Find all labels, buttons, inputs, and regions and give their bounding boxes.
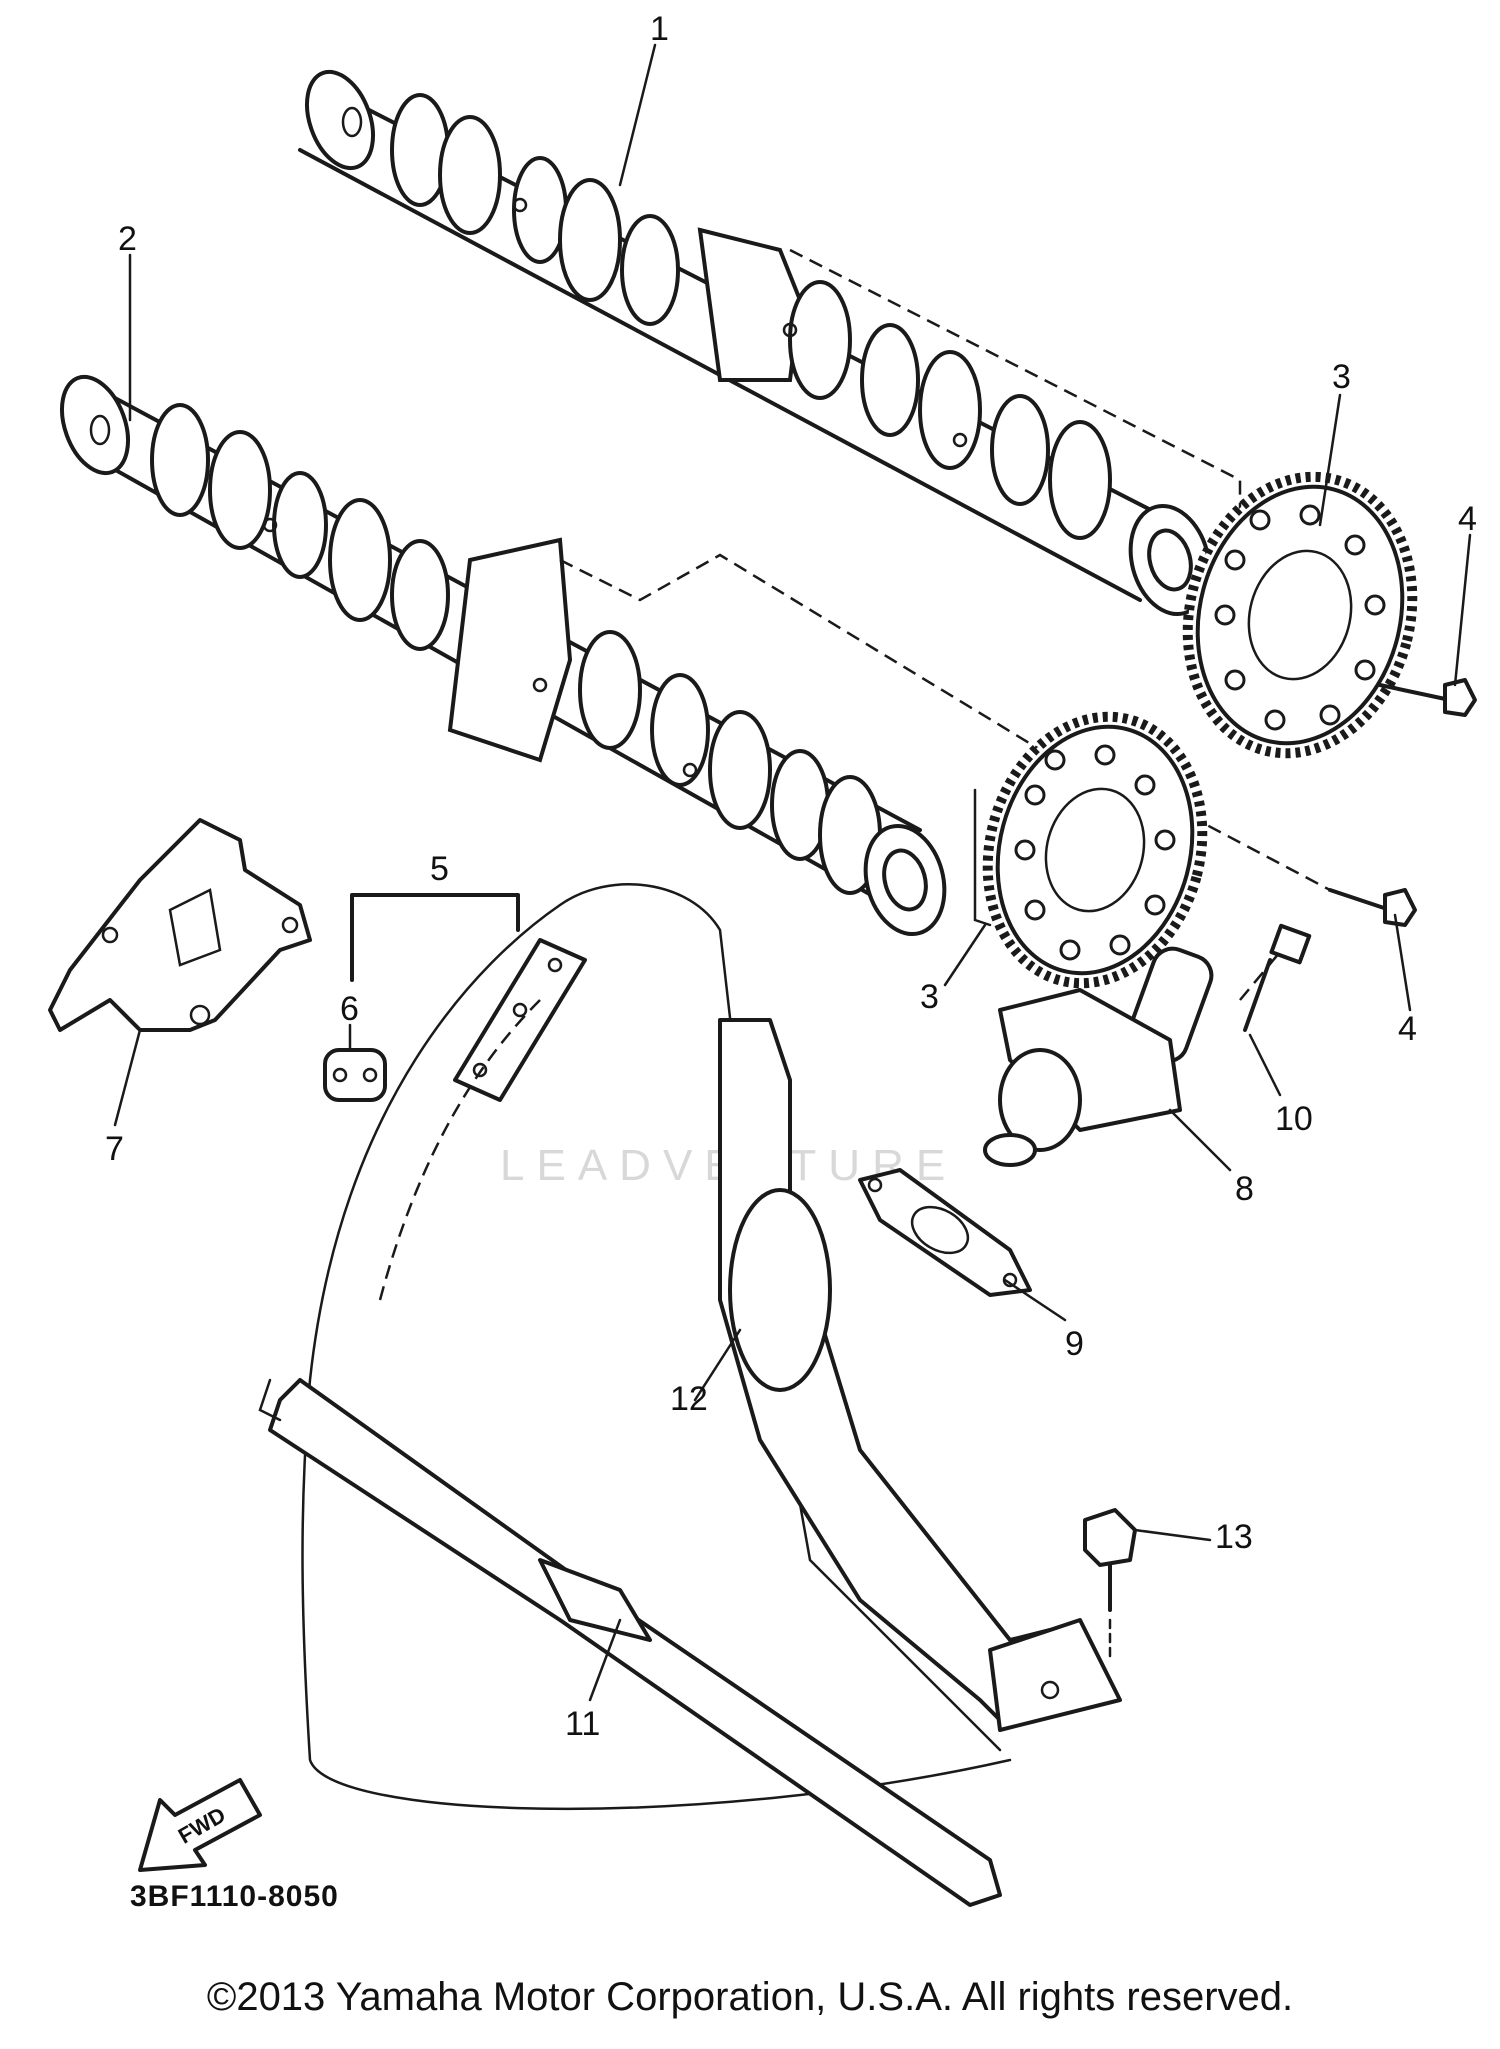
- cam-sprocket-upper: [1182, 471, 1418, 759]
- callout-8: 8: [1235, 1170, 1254, 1208]
- sprocket-bolt-lower: [1328, 888, 1417, 927]
- chain-guide-front: [258, 1378, 1002, 1907]
- callout-10: 10: [1275, 1100, 1313, 1138]
- alignment-line-tensioner: [1239, 939, 1291, 1001]
- fwd-arrow-icon: FWD: [138, 1778, 262, 1872]
- guide-bolt: [1083, 1508, 1137, 1662]
- cam-chain: [301, 883, 1012, 1811]
- cam-chain-tensioner: [983, 946, 1214, 1167]
- tensioner-gasket: [858, 1168, 1032, 1297]
- camshaft-upper: [298, 69, 1212, 617]
- camshaft-lower: [60, 374, 947, 937]
- callout-labels: 1 2 3 3 4 4 5 6 7 8 9 10 11 12 13: [105, 10, 1477, 1743]
- tensioner-bolt: [1243, 923, 1312, 1032]
- callout-3-lower: 3: [920, 978, 939, 1016]
- master-link-plate: [323, 1048, 387, 1102]
- callout-11: 11: [565, 1705, 600, 1743]
- callout-2: 2: [118, 220, 137, 258]
- chain-guide-rear: [718, 1018, 1122, 1732]
- callout-3-upper: 3: [1332, 358, 1351, 396]
- chain-guide-upper: [48, 818, 312, 1032]
- leader-lines: [113, 43, 1472, 1702]
- callout-4-upper: 4: [1458, 500, 1477, 538]
- alignment-line-upper: [789, 248, 1242, 520]
- callout-5: 5: [430, 850, 449, 888]
- callout-13: 13: [1215, 1518, 1253, 1556]
- chain-link-bracket: [350, 893, 520, 982]
- copyright-notice: ©2013 Yamaha Motor Corporation, U.S.A. A…: [206, 1975, 1294, 2019]
- alignment-line-lower: [559, 553, 1091, 782]
- diagram-part-code: 3BF1110-8050: [130, 1880, 339, 1913]
- callout-1: 1: [650, 10, 669, 48]
- callout-12: 12: [670, 1380, 708, 1418]
- callout-6: 6: [340, 990, 359, 1028]
- callout-9: 9: [1065, 1325, 1084, 1363]
- callout-4-lower: 4: [1398, 1010, 1417, 1048]
- cam-sprocket-lower: [973, 711, 1208, 989]
- sprocket-bolt-upper: [1378, 678, 1477, 717]
- callout-7: 7: [105, 1130, 124, 1168]
